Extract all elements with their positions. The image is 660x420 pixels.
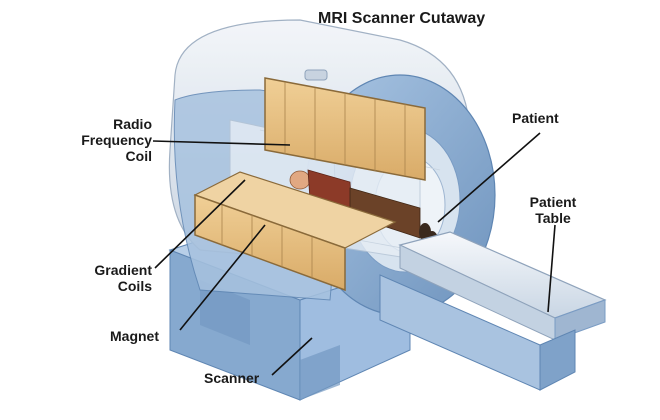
patient-table [379,231,607,391]
label-patient-table: Patient Table [520,194,586,226]
leader-gradient-coils [154,179,246,269]
label-scanner: Scanner [204,370,260,386]
label-line: Table [535,210,571,226]
label-patient: Patient [512,110,559,126]
leader-patient [437,132,541,223]
label-line: Gradient [94,262,152,278]
label-line: Patient [529,194,577,210]
leader-scanner [271,337,313,376]
label-magnet: Magnet [110,328,159,344]
radio-frequency-coil-panel [264,69,426,181]
label-line: Coils [117,278,152,294]
label-radio-frequency-coil: Radio Frequency Coil [72,116,152,164]
label-gradient-coils: Gradient Coils [70,262,152,294]
gradient-coils-panel [193,171,397,292]
leader-radio-frequency-coil [152,140,291,146]
diagram-title: MRI Scanner Cutaway [318,10,486,27]
label-line: Frequency [81,132,152,148]
leader-magnet [179,224,266,331]
leader-lines [152,132,556,376]
label-line: Radio [113,116,152,132]
label-line: Coil [125,148,152,164]
leader-patient-table [547,224,556,313]
